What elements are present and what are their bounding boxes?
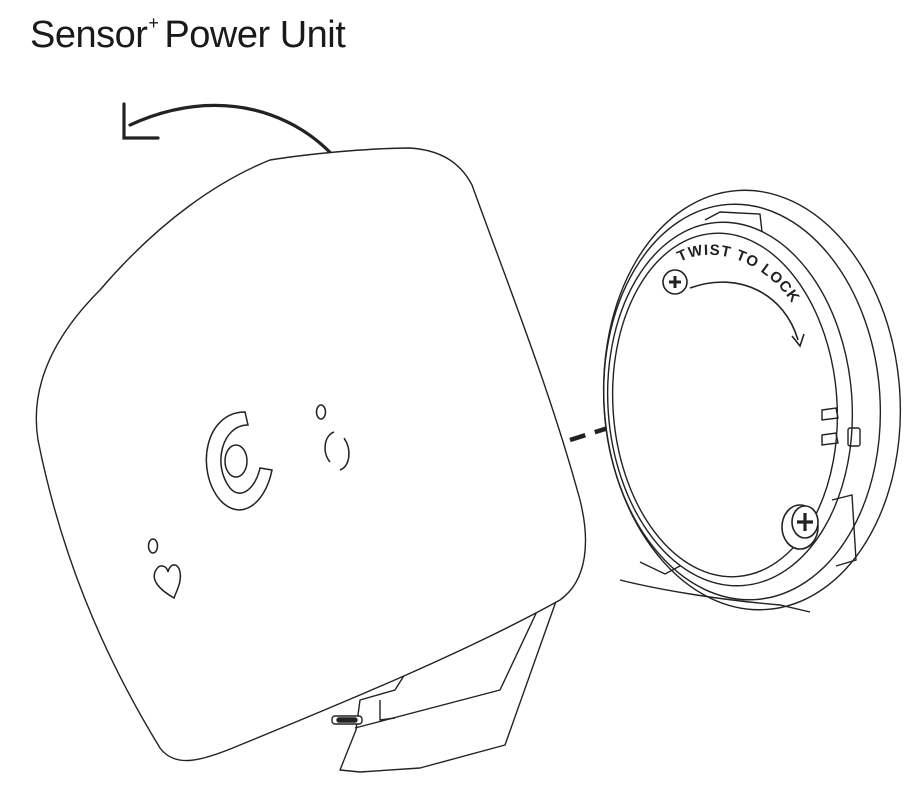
screw-icon xyxy=(662,269,688,295)
title-superscript: + xyxy=(148,13,159,33)
arrow-icon xyxy=(689,281,799,341)
heart-icon xyxy=(153,564,182,600)
mounting-plate xyxy=(602,189,902,613)
power-unit xyxy=(35,147,587,773)
sensor-indicator xyxy=(315,404,350,471)
title-main: Sensor xyxy=(30,14,148,56)
screw-icon xyxy=(781,504,819,550)
diagram-title: Sensor+Power Unit xyxy=(30,13,346,57)
power-unit-shell xyxy=(35,147,587,762)
heart-indicator xyxy=(147,538,182,600)
c-logo-icon xyxy=(205,411,273,511)
title-rest: Power Unit xyxy=(164,14,346,56)
